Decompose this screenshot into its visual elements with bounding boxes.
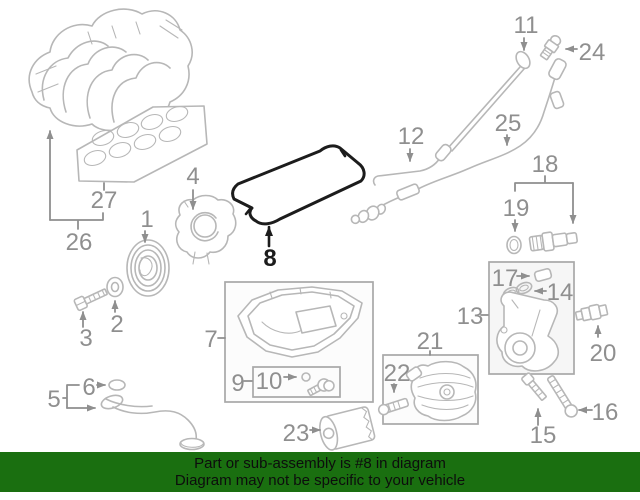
washer-drawing <box>106 276 124 298</box>
callout-6-label: 6 <box>82 374 95 401</box>
bolt-drawing-16 <box>546 375 578 418</box>
drain-plug-oring-drawing <box>301 372 311 382</box>
callout-12-label: 12 <box>398 123 425 150</box>
oil-cooler-drawing <box>405 360 477 422</box>
bolt-drawing-3 <box>73 288 108 312</box>
callout-21-label: 21 <box>417 328 444 355</box>
callout-1-label: 1 <box>140 206 153 233</box>
callout-18-label: 18 <box>532 151 559 178</box>
oil-pump-drawing <box>174 194 237 265</box>
dipstick-drawing <box>447 50 531 152</box>
callout-3-label: 3 <box>79 325 92 352</box>
intake-manifold-drawing <box>28 8 193 132</box>
oil-pan-drawing <box>237 286 363 358</box>
breather-cap-drawing <box>539 34 562 61</box>
banner-line-1: Part or sub-assembly is #8 in diagram <box>194 455 446 472</box>
crank-pulley-drawing <box>126 239 170 297</box>
engine-parts-diagram: 1 2 3 4 5 6 7 8 9 10 11 12 13 14 15 16 1… <box>28 8 619 451</box>
callout-26-label: 26 <box>66 229 93 256</box>
callout-8-label-highlighted: 8 <box>263 245 276 272</box>
oil-level-tube-drawing <box>372 143 452 186</box>
manifold-gasket-plate-drawing <box>76 105 208 183</box>
callout-7-label: 7 <box>204 326 217 353</box>
callout-20-label: 20 <box>590 340 617 367</box>
dipstick-tube-drawing <box>350 58 567 225</box>
callout-22-label: 22 <box>384 360 411 387</box>
banner-line-2: Diagram may not be specific to your vehi… <box>174 472 466 489</box>
callout-14-label: 14 <box>547 279 574 306</box>
callout-16-label: 16 <box>592 399 619 426</box>
callout-4-label: 4 <box>186 163 199 190</box>
callout-9-label: 9 <box>231 370 244 397</box>
oil-filter-drawing <box>319 406 376 451</box>
callout-5-label: 5 <box>47 386 60 413</box>
callout-15-label: 15 <box>530 422 557 449</box>
pickup-tube-drawing <box>100 394 205 451</box>
callout-17-label: 17 <box>492 265 519 292</box>
bolt-drawing-15 <box>521 372 547 401</box>
sensor-oring-drawing <box>506 235 522 255</box>
callout-24-label: 24 <box>579 39 606 66</box>
callout-13-label: 13 <box>457 303 484 330</box>
callout-19-label: 19 <box>503 195 530 222</box>
callout-arrows <box>46 37 602 434</box>
callout-25-label: 25 <box>495 110 522 137</box>
oil-pressure-sensor-drawing <box>528 231 578 252</box>
pickup-tube-oring-drawing <box>108 379 126 391</box>
callout-23-label: 23 <box>283 420 310 447</box>
callout-10-label: 10 <box>256 368 283 395</box>
diagram-info-banner: Part or sub-assembly is #8 in diagram Di… <box>0 452 640 492</box>
seal-17-drawing <box>533 267 553 283</box>
sensor-20-drawing <box>574 303 609 322</box>
cooler-bolt-drawing <box>377 397 410 416</box>
callout-2-label: 2 <box>110 311 123 338</box>
callout-11-label: 11 <box>514 12 539 39</box>
drain-plug-drawing <box>307 378 335 397</box>
callout-27-label: 27 <box>91 187 118 214</box>
oil-pan-gasket-highlighted <box>231 144 366 226</box>
pump-housing-drawing <box>496 291 560 372</box>
